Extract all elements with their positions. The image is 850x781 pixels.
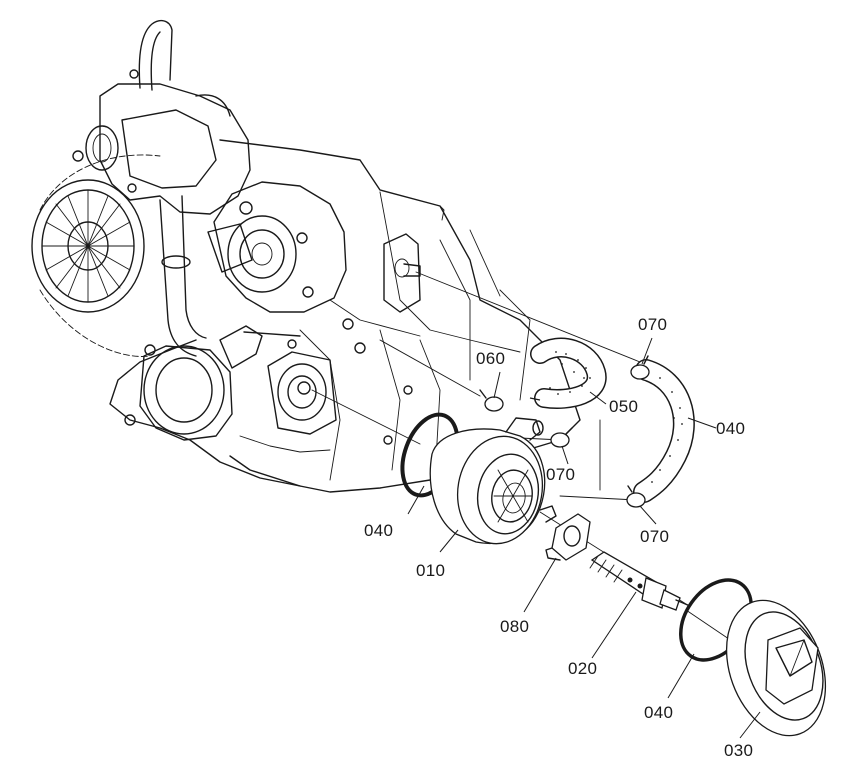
hose-clamp-b bbox=[550, 427, 573, 448]
gasket-plate bbox=[545, 513, 591, 561]
callout-070-clamp-c: 070 bbox=[638, 315, 668, 334]
engine-block bbox=[31, 19, 581, 493]
hose-clamp-a bbox=[479, 389, 504, 412]
thermostat-housing bbox=[429, 417, 557, 545]
callout-070-clamp-a: 060 bbox=[476, 349, 506, 368]
hose-small bbox=[529, 337, 607, 409]
callout-050-hose-large: 040 bbox=[716, 419, 746, 438]
callout-040-o-ring-inner: 040 bbox=[364, 521, 394, 540]
callout-080-gasket: 080 bbox=[500, 617, 530, 636]
callout-060-hose-small: 050 bbox=[609, 397, 639, 416]
outlet-cover bbox=[725, 599, 827, 737]
callout-070-clamp-d: 070 bbox=[640, 527, 670, 546]
callout-030-cover: 030 bbox=[724, 741, 754, 760]
callout-020-valve: 020 bbox=[568, 659, 598, 678]
callout-070-clamp-b: 070 bbox=[546, 465, 576, 484]
thermostat-valve bbox=[589, 551, 691, 611]
hose-clamp-d bbox=[626, 485, 646, 508]
callout-leaders bbox=[407, 337, 761, 739]
hose-clamp-c bbox=[630, 355, 650, 380]
hose-large bbox=[633, 359, 695, 503]
callout-010-housing: 010 bbox=[416, 561, 446, 580]
callout-040-o-ring-outer: 040 bbox=[644, 703, 674, 722]
